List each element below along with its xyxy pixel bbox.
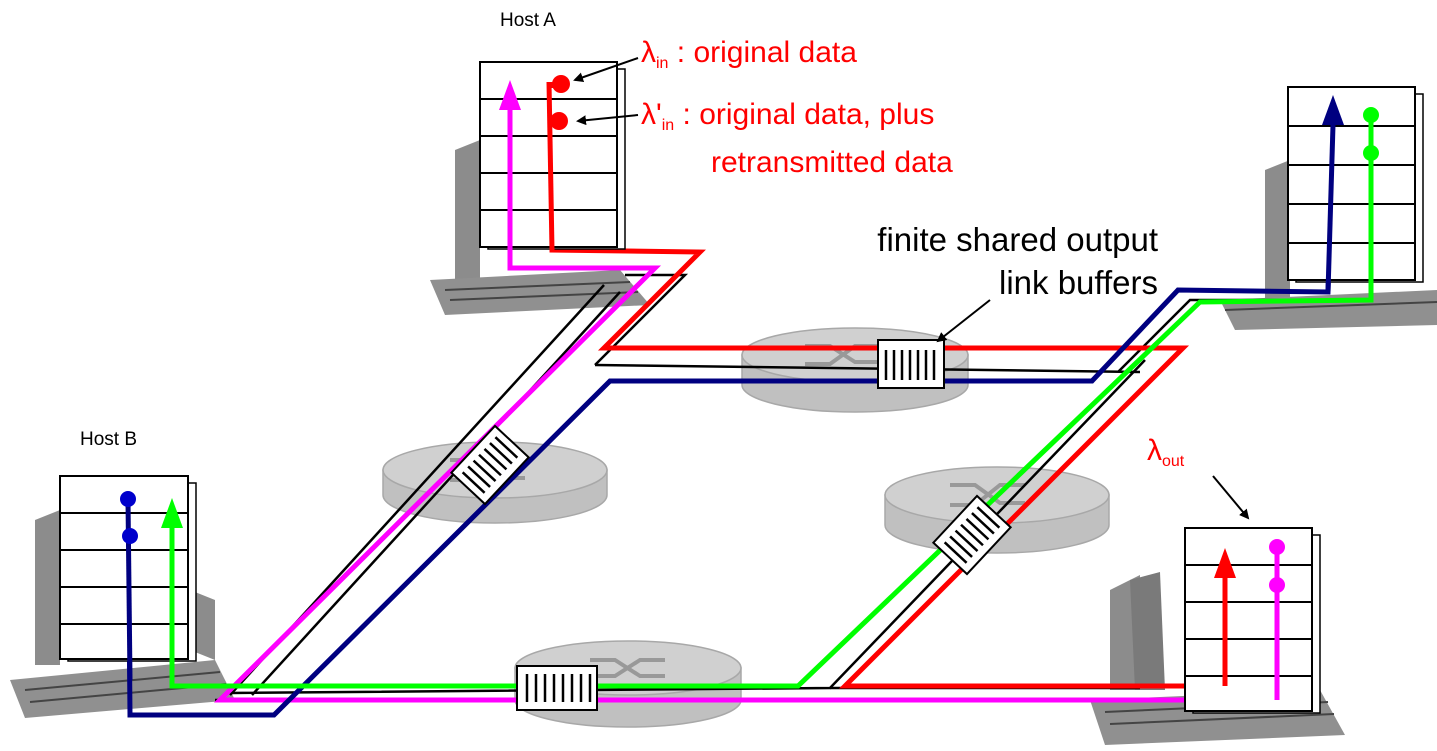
host-a-label: Host A [500, 10, 556, 31]
flow-red-in-bottom-right [1214, 548, 1236, 686]
flow-magenta-in-bottom-right [1269, 539, 1285, 700]
lambda-in-prime-label: λ'in : original data, plus [641, 98, 934, 134]
top-right-buffer-stack [1287, 86, 1424, 283]
buffers-label-line2: link buffers [999, 264, 1158, 301]
flow-green-in-top-right [1363, 107, 1379, 300]
flow-navy-in-top-right [1322, 95, 1344, 293]
lambda-in-prime-arrow [576, 114, 639, 126]
buffer-right-router [931, 494, 1013, 576]
flow-green-in-host-b [161, 498, 183, 686]
buffers-arrow [936, 299, 991, 343]
computer-host-b [10, 510, 235, 718]
bottom-right-buffer-stack [1184, 527, 1321, 714]
buffers-label-line1: finite shared output [877, 221, 1158, 258]
host-b-label: Host B [80, 429, 137, 450]
buffer-bottom-router [516, 665, 598, 711]
lambda-in-arrow [573, 57, 639, 83]
flow-red-in-host-a [546, 75, 570, 251]
lambda-in-label: λin : original data [641, 36, 857, 72]
computer-host-a [430, 140, 650, 315]
flow-navy-in-host-b [120, 491, 138, 681]
lambda-out-arrow [1212, 475, 1250, 520]
flow-magenta-in-host-a [499, 80, 521, 268]
lambda-in-prime-label-line2: retransmitted data [711, 146, 953, 179]
lambda-out-label: λout [1147, 434, 1185, 470]
buffer-left-router [449, 424, 531, 506]
buffer-top-router [877, 339, 945, 389]
